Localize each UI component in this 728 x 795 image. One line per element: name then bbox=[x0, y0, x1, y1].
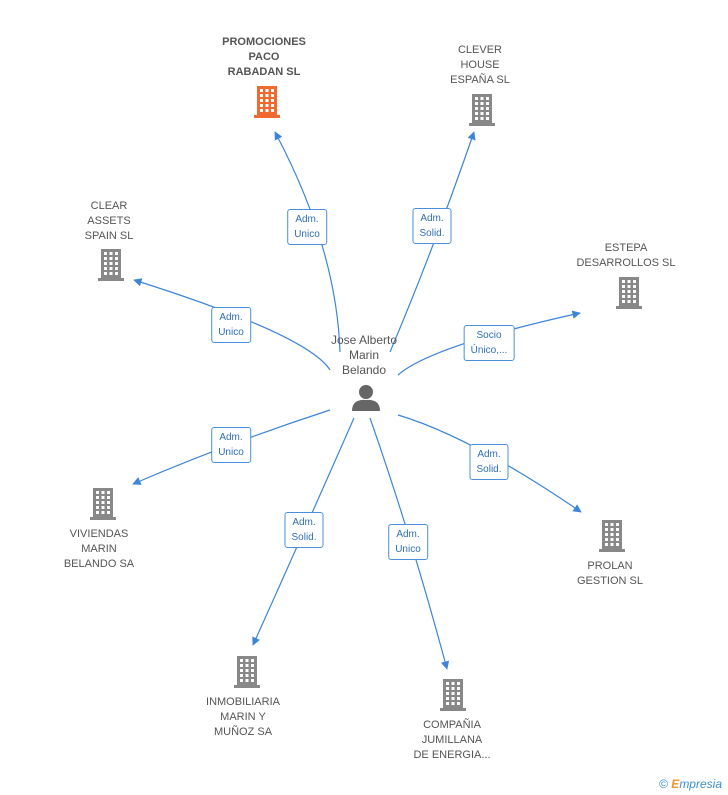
edge-estepa bbox=[397, 310, 581, 376]
role-badge-compania[interactable]: Adm. Unico bbox=[388, 524, 428, 560]
role-badge-promociones[interactable]: Adm. Unico bbox=[287, 209, 327, 245]
building-icon[interactable] bbox=[440, 679, 466, 711]
footer-brand[interactable]: © Empresia bbox=[659, 777, 722, 791]
person-icon[interactable] bbox=[352, 385, 380, 411]
building-icon[interactable] bbox=[90, 488, 116, 520]
building-icon[interactable] bbox=[254, 86, 280, 118]
building-icon[interactable] bbox=[98, 249, 124, 281]
brand-name: mpresia bbox=[679, 777, 722, 791]
building-icon[interactable] bbox=[599, 520, 625, 552]
copyright-icon: © bbox=[659, 777, 668, 791]
building-icon[interactable] bbox=[616, 277, 642, 309]
role-badge-viviendas[interactable]: Adm. Unico bbox=[211, 427, 251, 463]
role-badge-estepa[interactable]: Socio Único,... bbox=[463, 325, 515, 361]
edge-clear bbox=[133, 278, 331, 371]
role-badge-inmobiliaria[interactable]: Adm. Solid. bbox=[284, 512, 324, 548]
role-badge-clever[interactable]: Adm. Solid. bbox=[412, 208, 452, 244]
edge-clever bbox=[389, 131, 476, 353]
company-name-promociones[interactable]: PROMOCIONES PACO RABADAN SL bbox=[222, 36, 306, 78]
company-name-compania[interactable]: COMPAÑIA JUMILLANA DE ENERGIA... bbox=[413, 719, 491, 761]
brand-logo-letter: E bbox=[671, 777, 680, 791]
company-name-inmobiliaria[interactable]: INMOBILIARIA MARIN Y MUÑOZ SA bbox=[206, 696, 280, 738]
company-name-prolan[interactable]: PROLAN GESTION SL bbox=[576, 560, 644, 587]
company-name-viviendas[interactable]: VIVIENDAS MARIN BELANDO SA bbox=[63, 528, 135, 570]
building-icon[interactable] bbox=[234, 656, 260, 688]
edge-promociones bbox=[274, 131, 341, 353]
company-name-clear[interactable]: CLEAR ASSETS SPAIN SL bbox=[84, 200, 134, 242]
building-icon[interactable] bbox=[469, 94, 495, 126]
role-badge-clear[interactable]: Adm. Unico bbox=[211, 307, 251, 343]
role-badge-prolan[interactable]: Adm. Solid. bbox=[469, 444, 509, 480]
company-name-estepa[interactable]: ESTEPA DESARROLLOS SL bbox=[576, 242, 676, 269]
company-name-clever[interactable]: CLEVER HOUSE ESPAÑA SL bbox=[450, 44, 510, 86]
center-person-name[interactable]: Jose Alberto Marin Belando bbox=[330, 333, 398, 377]
